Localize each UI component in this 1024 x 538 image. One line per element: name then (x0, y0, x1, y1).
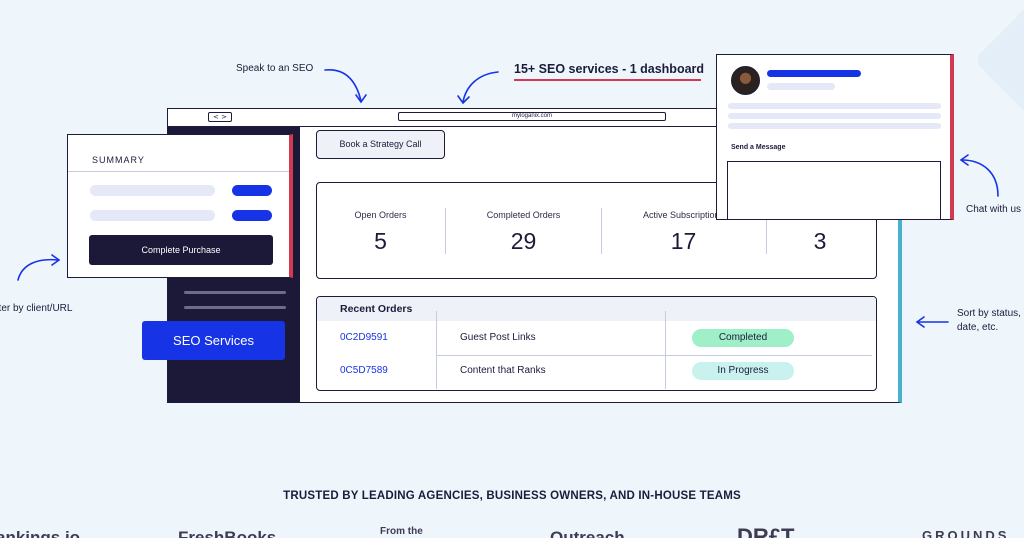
url-bar[interactable]: myloganix.com (398, 112, 666, 121)
stat-open-orders: Open Orders 5 (317, 183, 444, 278)
recent-orders-table: Recent Orders 0C2D9591 Guest Post Links … (316, 296, 877, 391)
arrow-headline-head (457, 95, 470, 105)
stat-other: 3 (767, 183, 873, 278)
arrow-sort-head (915, 316, 925, 328)
summary-line-placeholder (90, 185, 215, 196)
stat-active-subscriptions: Active Subscriptions 17 (602, 183, 765, 278)
logo-freshbooks: FreshBooks (178, 528, 277, 538)
book-strategy-call-button[interactable]: Book a Strategy Call (316, 130, 445, 159)
table-header: Recent Orders (317, 297, 876, 321)
arrow-headline (462, 71, 499, 103)
chat-name-placeholder (767, 70, 861, 77)
stat-completed-orders: Completed Orders 29 (446, 183, 601, 278)
order-name: Guest Post Links (460, 332, 536, 343)
summary-price-placeholder (232, 185, 272, 196)
complete-purchase-button[interactable]: Complete Purchase (89, 235, 273, 265)
annotation-headline: 15+ SEO services - 1 dashboard (514, 62, 705, 76)
annotation-chat: Chat with us (966, 204, 1022, 215)
send-message-label: Send a Message (731, 144, 786, 151)
summary-card: SUMMARY Complete Purchase (67, 134, 293, 278)
sidebar-item-placeholder[interactable] (184, 291, 286, 294)
logo-outreach: Outreach (550, 528, 625, 538)
arrow-filter (17, 258, 59, 281)
status-badge: Completed (692, 329, 794, 347)
sidebar-item-placeholder[interactable] (184, 306, 286, 309)
divider (601, 208, 602, 254)
column-divider (665, 311, 666, 389)
column-divider (436, 311, 437, 389)
summary-title: SUMMARY (92, 155, 145, 165)
chat-message-placeholder (728, 103, 941, 109)
stat-label: Completed Orders (486, 210, 561, 220)
browser-nav-arrows[interactable]: < > (208, 112, 232, 122)
logo-grounds: GROUNDS (922, 528, 1010, 538)
recent-orders-title: Recent Orders (340, 303, 413, 315)
divider (445, 208, 446, 254)
stat-value: 17 (670, 228, 697, 254)
headline-underline (514, 79, 701, 81)
trusted-by-heading: TRUSTED BY LEADING AGENCIES, BUSINESS OW… (283, 490, 741, 502)
logo-rankings: ankings.io (0, 528, 81, 538)
arrow-filter-head (51, 254, 61, 266)
divider (68, 171, 289, 172)
summary-price-placeholder (232, 210, 272, 221)
annotation-sort-2: date, etc. (957, 322, 999, 333)
stat-label: Open Orders (354, 210, 407, 220)
summary-line-placeholder (90, 210, 215, 221)
avatar (731, 66, 760, 95)
stat-value: 29 (510, 228, 537, 254)
chat-card: Send a Message (716, 54, 954, 220)
order-id-link[interactable]: 0C2D9591 (340, 332, 388, 343)
arrow-speak (324, 69, 362, 102)
arrow-speak-head (355, 94, 367, 104)
stat-label: Active Subscriptions (642, 210, 725, 220)
order-id-link[interactable]: 0C5D7589 (340, 365, 388, 376)
annotation-filter: Filter by client/URL (0, 303, 73, 314)
arrow-chat-head (959, 154, 969, 166)
divider (766, 208, 767, 254)
chat-subtitle-placeholder (767, 83, 835, 90)
status-badge: In Progress (692, 362, 794, 380)
seo-services-button[interactable]: SEO Services (142, 321, 285, 360)
message-input[interactable] (727, 161, 941, 220)
order-name: Content that Ranks (460, 365, 546, 376)
arrow-chat (961, 159, 999, 197)
browser-toolbar: < > myloganix.com (168, 109, 898, 127)
chat-message-placeholder (728, 113, 941, 119)
stat-value: 3 (813, 228, 827, 254)
chat-message-placeholder (728, 123, 941, 129)
annotation-speak: Speak to an SEO (236, 63, 314, 74)
logo-from-the: From the (380, 526, 423, 537)
logo-drst: DR£T (737, 524, 795, 538)
stat-value: 5 (374, 228, 387, 254)
row-divider (437, 355, 872, 356)
annotation-sort-1: Sort by status, (957, 308, 1021, 319)
